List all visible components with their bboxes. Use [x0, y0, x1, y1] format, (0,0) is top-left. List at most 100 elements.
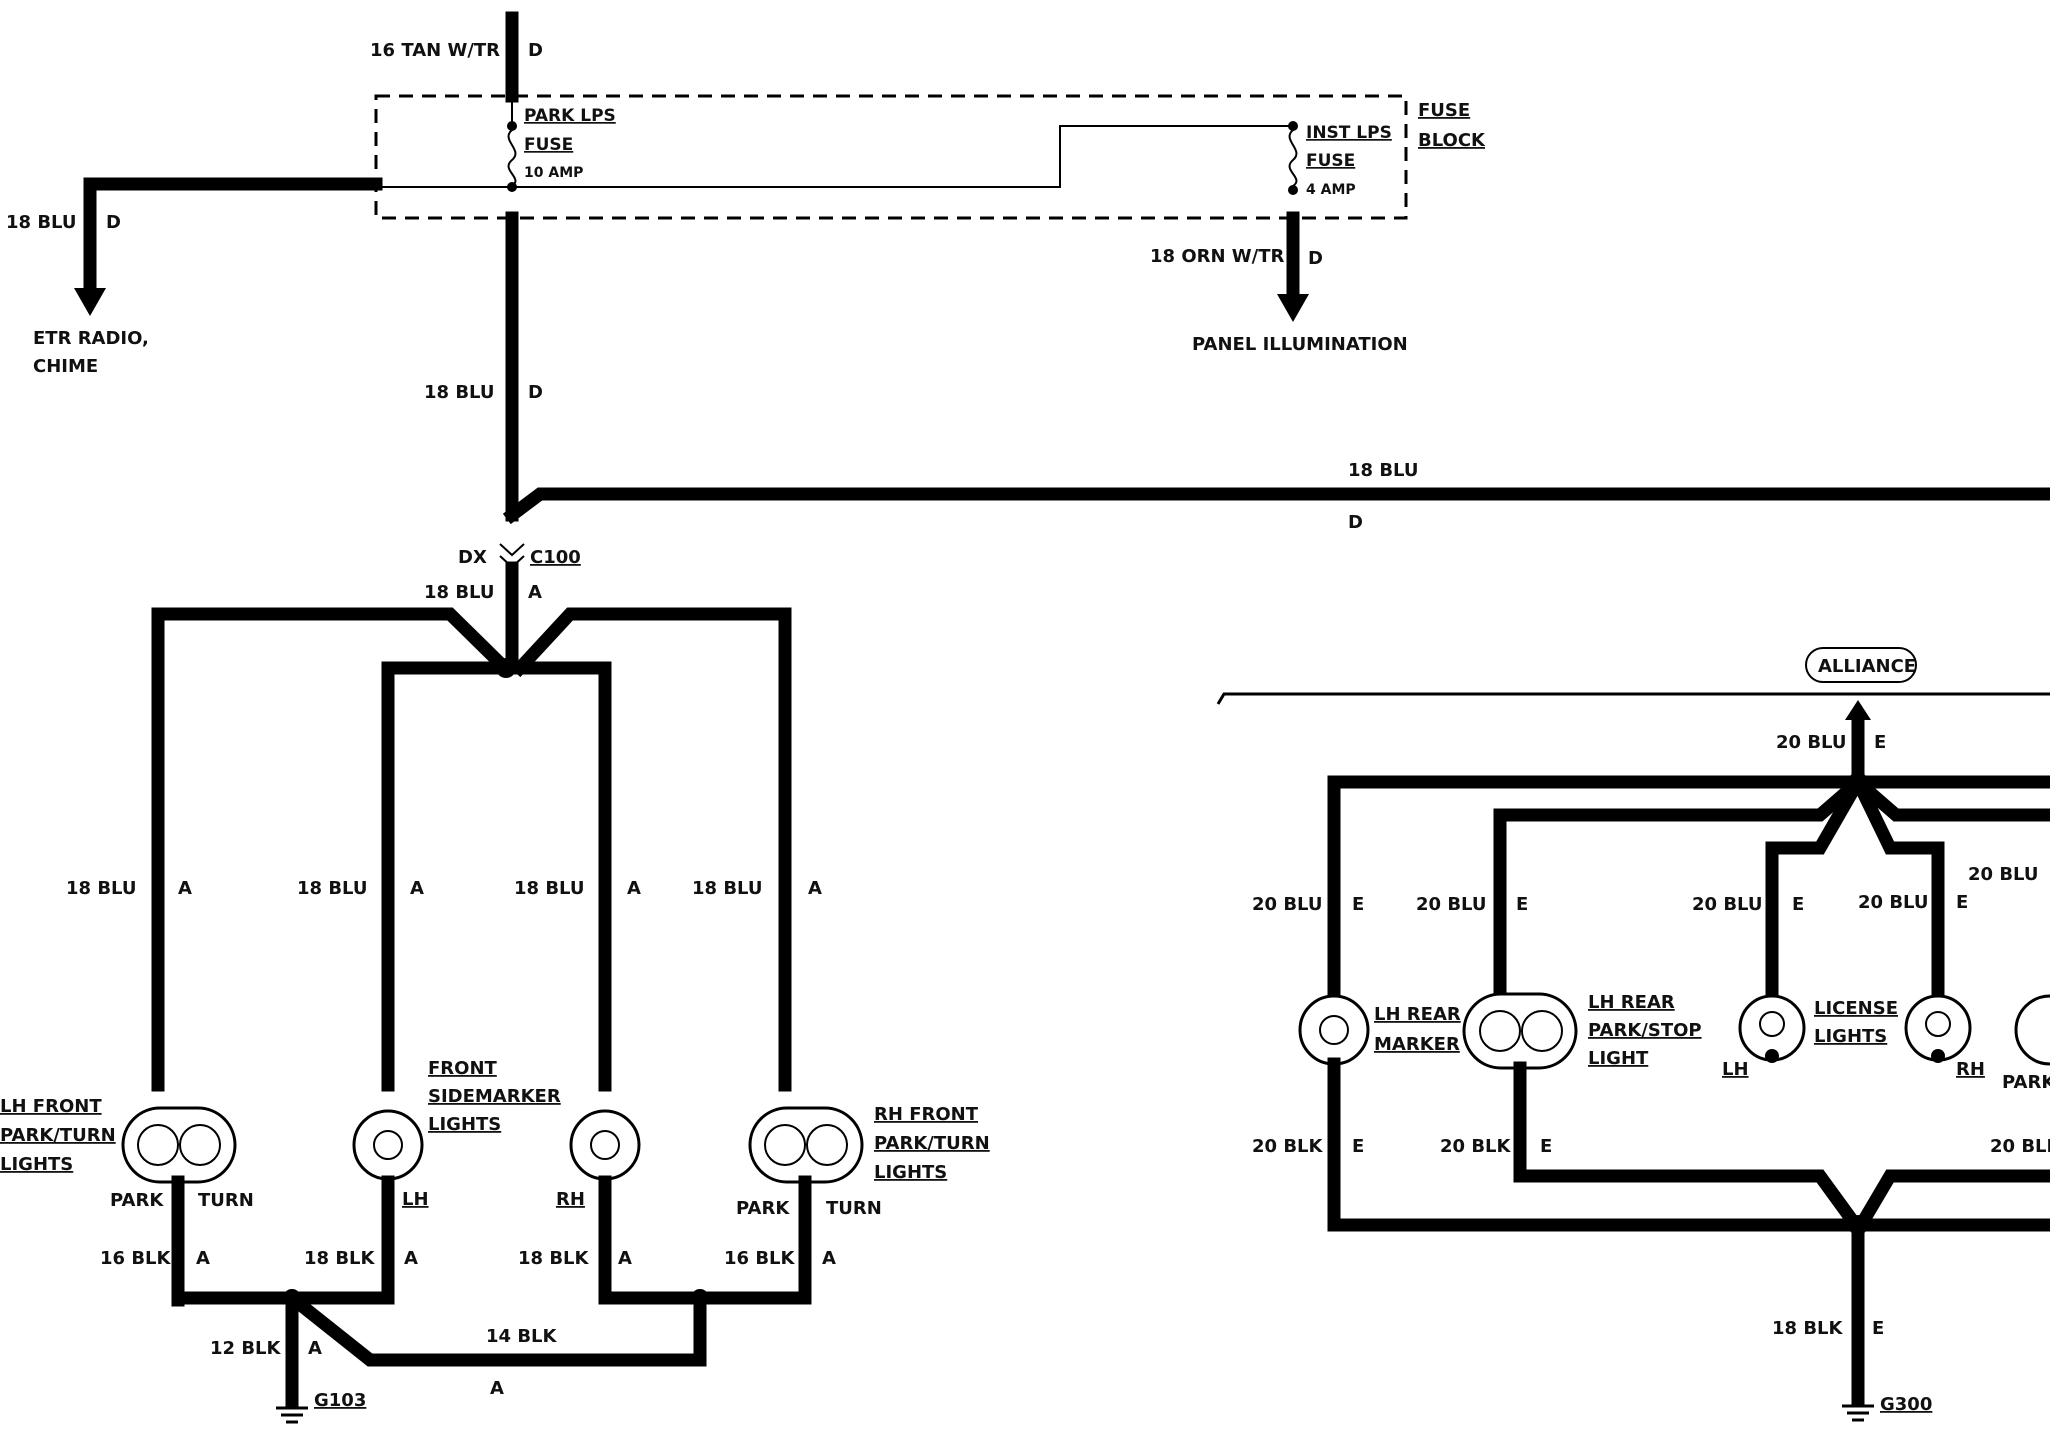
ground-splice	[283, 1289, 301, 1307]
g103-label: G103	[314, 1390, 366, 1411]
lh-side-ground-wire	[285, 1175, 395, 1305]
lh-rear-marker-label: MARKER	[1374, 1034, 1460, 1055]
lamp-filament-icon	[1925, 1011, 1951, 1037]
rh-label: RH	[556, 1189, 585, 1210]
variant-divider	[1216, 692, 2050, 705]
rear-branch-label: 20 BLU	[1252, 894, 1322, 915]
lamp-filament-icon	[1759, 1011, 1785, 1037]
lh-rear-park-ground	[1513, 1061, 1862, 1230]
rh-rear-park-ground	[1855, 1169, 2050, 1229]
park-label: PARK	[110, 1190, 164, 1211]
rear-feed-code: E	[1874, 732, 1886, 753]
license-rh-feed	[1849, 773, 1945, 999]
license-ground-dot	[1765, 1049, 1779, 1063]
etr-wire-code: D	[106, 212, 121, 233]
license-lh-feed	[1765, 773, 1867, 999]
front-branch-label: 18 BLU	[297, 878, 367, 899]
rear-ground-label: 20 BLK	[1990, 1136, 2050, 1157]
rear-branch-code: E	[1352, 894, 1364, 915]
fuse-block-title: BLOCK	[1418, 130, 1486, 151]
inst-fuse-name: INST LPS	[1306, 123, 1392, 143]
license-rh-label: RH	[1956, 1059, 1985, 1080]
lh-front-feed-wire	[151, 607, 515, 1092]
panel-arrow-icon	[1277, 294, 1309, 322]
lamp-filament-icon	[179, 1124, 221, 1166]
lamp-filament-icon	[590, 1130, 620, 1160]
front-sidemarker-label: SIDEMARKER	[428, 1086, 561, 1107]
panel-wire-label: 18 ORN W/TR	[1150, 246, 1285, 267]
after-c100-label: 18 BLU	[424, 582, 494, 603]
lh-rear-marker-ground	[1327, 1057, 1865, 1232]
rh-rear-park-feed	[1848, 772, 2050, 822]
rear-branch-label: 20 BLU	[1416, 894, 1486, 915]
main-wire-label: 18 BLU	[424, 382, 494, 403]
rear-ground-code: E	[1352, 1136, 1364, 1157]
lamp-filament-icon	[1479, 1010, 1521, 1052]
front-splice	[496, 658, 516, 678]
ground-wire-code: A	[196, 1248, 210, 1269]
g300-ground-icon	[1842, 1404, 1874, 1422]
park-fuse-type: FUSE	[524, 135, 573, 155]
etr-radio-wire	[83, 177, 383, 297]
etr-arrow-icon	[74, 288, 106, 316]
ground-wire-label: 16 BLK	[724, 1248, 796, 1269]
license-label: LIGHTS	[1814, 1026, 1887, 1047]
park-label: PARK	[736, 1198, 790, 1219]
lh-rear-marker-lamp	[1298, 994, 1370, 1066]
lh-rear-park-label: LH REAR	[1588, 992, 1675, 1013]
ground-wire-label: 12 BLK	[210, 1338, 282, 1359]
ground-wire-code: A	[490, 1378, 504, 1399]
lamp-filament-icon	[1319, 1015, 1349, 1045]
lh-rear-park-label: LIGHT	[1588, 1048, 1649, 1069]
rear-branch-code: E	[1792, 894, 1804, 915]
rear-branch-label: 20 BLU	[1858, 892, 1928, 913]
rh-front-label: RH FRONT	[874, 1104, 979, 1125]
rh-front-label: LIGHTS	[874, 1162, 947, 1183]
inst-fuse-terminal	[1288, 121, 1298, 131]
rear-branch-code: E	[1956, 892, 1968, 913]
ground-crossover-wire	[282, 1288, 707, 1367]
lamp-filament-icon	[137, 1124, 179, 1166]
lh-front-label: LIGHTS	[0, 1154, 73, 1175]
c100-label: C100	[530, 547, 581, 568]
ground-wire-label: 14 BLK	[486, 1326, 558, 1347]
rh-side-ground-wire	[598, 1175, 707, 1305]
front-branch-label: 18 BLU	[514, 878, 584, 899]
rh-rear-lamp	[2014, 994, 2050, 1066]
ground-wire-code: A	[618, 1248, 632, 1269]
ground-splice	[691, 1289, 709, 1307]
etr-wire-label: 18 BLU	[6, 212, 76, 233]
front-branch-code: A	[808, 878, 822, 899]
ground-wire-code: A	[308, 1338, 322, 1359]
g103-ground-icon	[276, 1406, 308, 1424]
park-fuse-icon	[507, 129, 517, 187]
front-branch-label: 18 BLU	[66, 878, 136, 899]
lh-rear-park-label: PARK/STOP	[1588, 1020, 1702, 1041]
front-branch-label: 18 BLU	[692, 878, 762, 899]
rear-branch-label: 20 BLU	[1692, 894, 1762, 915]
rh-front-ground-wire	[693, 1175, 812, 1305]
park-fuse-terminal	[507, 121, 517, 131]
front-branch-code: A	[627, 878, 641, 899]
license-label: LICENSE	[1814, 998, 1898, 1019]
ground-wire-label: 16 BLK	[100, 1248, 172, 1269]
etr-destination: CHIME	[33, 356, 98, 377]
variant-label: ALLIANCE	[1818, 656, 1916, 677]
lh-front-label: PARK/TURN	[0, 1125, 116, 1146]
ground-wire-code: A	[404, 1248, 418, 1269]
license-ground-dot	[1931, 1049, 1945, 1063]
lh-side-feed-wire	[381, 661, 512, 1092]
lh-front-label: LH FRONT	[0, 1096, 102, 1117]
rear-ground-label: 20 BLK	[1440, 1136, 1512, 1157]
rear-ground-code: E	[1540, 1136, 1552, 1157]
fuse-bus	[376, 125, 1293, 188]
fuse-block-title: FUSE	[1418, 100, 1470, 121]
variant-tag	[1805, 647, 1917, 683]
front-sidemarker-label: LIGHTS	[428, 1114, 501, 1135]
ground-wire-label: 18 BLK	[518, 1248, 590, 1269]
turn-label: TURN	[826, 1198, 882, 1219]
rh-front-feed-wire	[510, 607, 792, 1092]
rear-run-code: D	[1348, 512, 1363, 533]
ground-wire-label: 18 BLK	[304, 1248, 376, 1269]
